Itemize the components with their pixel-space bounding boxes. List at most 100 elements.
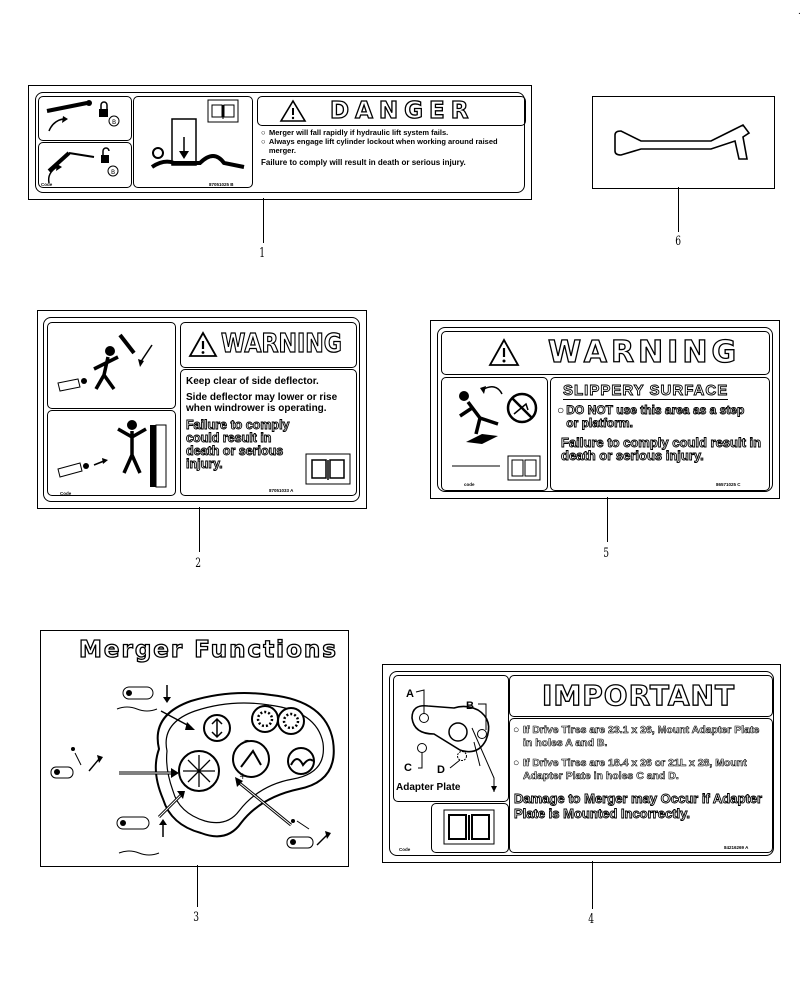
decal-1-code-label: Code (41, 182, 53, 187)
danger-header-box: DANGER (257, 96, 526, 126)
decal-1-inner-border (35, 92, 525, 193)
leader-line-5 (607, 497, 608, 542)
important-book-panel (431, 803, 509, 853)
slippery-text-box: SLIPPERY SURFACE ○ DO NOT use this area … (550, 377, 770, 491)
danger-bullets: ○Merger will fall rapidly if hydraulic l… (261, 128, 521, 167)
merger-functions-title: Merger Functions (78, 636, 338, 663)
danger-bullet-1-text: Merger will fall rapidly if hydraulic li… (269, 128, 449, 137)
slip-figure-panel: code (441, 377, 548, 491)
button-gear-1 (251, 705, 279, 733)
merger-control-diagram: – + (50, 685, 335, 856)
slippery-failure-text: Failure to comply could result in death … (561, 435, 762, 463)
svg-text:B: B (111, 169, 115, 176)
bullet-dot-icon: ○ (261, 128, 266, 137)
slippery-warning-triangle-icon (488, 338, 520, 366)
callout-3: 3 (193, 910, 200, 925)
button-rotate (232, 740, 270, 778)
hole-label-a: A (406, 688, 414, 700)
warning-line-2: Side deflector may lower or rise when wi… (186, 392, 338, 414)
callout-2: 2 (195, 556, 202, 571)
decal-4-code-label: Code (399, 847, 411, 852)
leader-line-1 (263, 198, 264, 243)
important-text-box: ○ If Drive Tires are 23.1 x 26, Mount Ad… (509, 718, 773, 853)
important-bullet-2-text: If Drive Tires are 18.4 x 26 or 21L x 28… (523, 757, 747, 783)
danger-bullet-2: ○Always engage lift cylinder lockout whe… (261, 137, 521, 155)
decal-1-danger: B B Code 87051025 B (28, 85, 532, 200)
hole-label-c: C (404, 762, 412, 774)
decal-6-tube (592, 96, 775, 189)
important-header-text: IMPORTANT (541, 678, 736, 712)
callout-1: 1 (259, 246, 266, 261)
decal-3-merger-functions: Merger Functions – + (40, 630, 349, 867)
decal-4-part-number: 84216269 A (724, 845, 749, 850)
slipping-person-icon (452, 386, 541, 481)
adapter-plate-label: Adapter Plate (396, 782, 461, 793)
deflector-panel-bottom (47, 410, 176, 496)
decal-2-code-label: Code (60, 491, 72, 496)
corner-mark: . (798, 6, 801, 17)
hole-label-b: B (466, 700, 474, 712)
important-bullet-1: ○ If Drive Tires are 23.1 x 26, Mount Ad… (513, 724, 769, 750)
adapter-plate-diagram (411, 689, 497, 792)
warning-header-text: WARNING (220, 328, 342, 359)
manual-book-icon (305, 453, 351, 485)
danger-warning-triangle-icon (279, 99, 307, 122)
svg-text:B: B (112, 119, 116, 126)
lockout-panel-locked: B (38, 96, 132, 141)
danger-header-text: DANGER (329, 97, 475, 124)
svg-text:+: + (239, 772, 247, 782)
slippery-subheader: SLIPPERY SURFACE (563, 382, 729, 400)
decal-2-part-number: 87051033 A (269, 488, 294, 493)
decal-5-inner-border (437, 327, 773, 492)
callout-4: 4 (588, 912, 595, 927)
decal-1-part-number: 87051025 B (209, 182, 234, 187)
warning-text-block: Keep clear of side deflector. Side defle… (186, 376, 351, 471)
deflector-panel-top (47, 322, 176, 409)
decal-5-slippery: WARNING code SLIPPERY SURFACE ○ DO NOT u… (430, 320, 780, 499)
lockout-panel-unlocked: B (38, 142, 132, 188)
adapter-plate-panel: A B C D Adapter Plate (393, 675, 509, 802)
bullet-dot-icon: ○ (557, 403, 565, 417)
bullet-dot-icon: ○ (261, 137, 266, 146)
button-gear-2 (277, 707, 305, 735)
person-deflector-hazard-icon (57, 333, 153, 392)
decal-4-inner-border (389, 671, 774, 856)
decal-4-important: A B C D Adapter Plate Code IMPORTANT ○ I… (382, 664, 781, 863)
warning-failure-text: Failure to comply could result in death … (186, 418, 290, 471)
slippery-bullet-text: DO NOT use this area as a step or platfo… (566, 403, 745, 430)
warning-line-1: Keep clear of side deflector. (186, 376, 319, 387)
slippery-header-text: WARNING (547, 334, 741, 370)
bullet-dot-icon: ○ (513, 757, 520, 769)
decal-2-inner-border (43, 317, 360, 502)
danger-failure-text: Failure to comply will result in death o… (261, 158, 466, 167)
leader-line-4 (592, 861, 593, 909)
callout-6: 6 (675, 234, 682, 249)
warning-text-box: Keep clear of side deflector. Side defle… (180, 369, 357, 496)
bullet-dot-icon: ○ (513, 724, 520, 736)
important-bullet-2: ○ If Drive Tires are 18.4 x 26 or 21L x … (513, 757, 769, 783)
leader-line-2 (199, 507, 200, 552)
lift-arm-locked-icon: B (46, 100, 120, 132)
callout-5: 5 (603, 546, 610, 561)
danger-bullet-1: ○Merger will fall rapidly if hydraulic l… (261, 128, 521, 137)
tube-shape-icon (614, 123, 751, 160)
leader-line-3 (197, 865, 198, 907)
crush-hazard-panel (133, 96, 253, 188)
important-damage-text: Damage to Merger may Occur if Adapter Pl… (514, 791, 763, 822)
important-header-box: IMPORTANT (509, 675, 773, 717)
person-raised-arms-hazard-icon (57, 420, 167, 488)
leader-line-6 (678, 187, 679, 232)
decal-2-warning: Code WARNING Keep clear of side deflecto… (37, 310, 367, 509)
manual-book-icon (443, 809, 495, 845)
decal-5-part-number: 86571025 C (716, 482, 741, 487)
danger-bullet-2-text: Always engage lift cylinder lockout when… (268, 137, 498, 155)
lift-arm-unlocked-icon: B (47, 147, 119, 184)
warning-header-box: WARNING (180, 322, 357, 368)
decal-5-code-label: code (464, 482, 475, 487)
slippery-bullet: ○ DO NOT use this area as a step or plat… (557, 403, 757, 430)
warning-triangle-icon (188, 331, 218, 357)
crush-hazard-icon (150, 99, 245, 169)
svg-text:–: – (244, 735, 249, 746)
important-bullet-1-text: If Drive Tires are 23.1 x 26, Mount Adap… (523, 724, 760, 750)
slippery-header-box: WARNING (441, 331, 770, 375)
